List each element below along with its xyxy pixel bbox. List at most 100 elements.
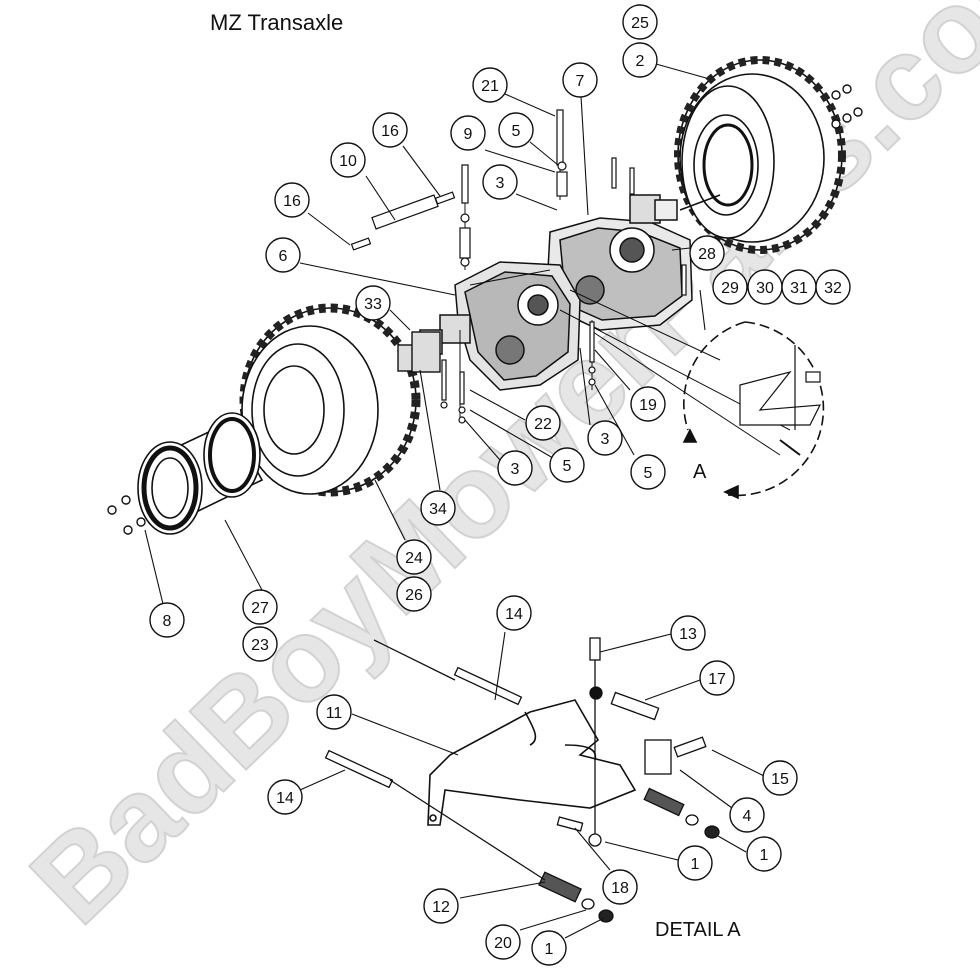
callout-number: 7 — [576, 73, 585, 90]
callout-circle — [316, 694, 352, 730]
callout-number: 13 — [679, 626, 697, 643]
right-lug-nuts — [831, 84, 863, 129]
callout-number: 5 — [512, 123, 521, 140]
callout-18: 18 — [602, 869, 638, 905]
callout-number: 23 — [251, 637, 269, 654]
callout-number: 25 — [631, 15, 649, 32]
callout-number: 5 — [644, 465, 653, 482]
callout-circle — [677, 845, 713, 881]
callout-17: 17 — [699, 660, 735, 696]
callout-number: 3 — [496, 175, 505, 192]
callout-10: 10 — [330, 142, 366, 178]
callout-number: 3 — [601, 431, 610, 448]
callout-number: 11 — [326, 705, 343, 722]
callout-number: 18 — [611, 880, 629, 897]
callout-14: 14 — [496, 595, 532, 631]
callout-3: 3 — [497, 450, 533, 486]
callout-5: 5 — [549, 447, 585, 483]
callout-6: 6 — [265, 237, 301, 273]
callout-1: 1 — [677, 845, 713, 881]
callout-circle — [423, 888, 459, 924]
detail-a-bracket — [427, 699, 637, 826]
callout-number: 31 — [790, 280, 808, 297]
callout-number: 1 — [760, 847, 769, 864]
callout-number: 32 — [824, 280, 842, 297]
right-wheel — [674, 56, 846, 254]
callout-number: 33 — [364, 296, 382, 313]
left-lug-nuts — [107, 495, 146, 535]
callout-25: 25 — [622, 4, 658, 40]
callout-circle — [699, 660, 735, 696]
callout-5: 5 — [630, 454, 666, 490]
callout-number: 8 — [163, 613, 172, 630]
callout-circle — [670, 615, 706, 651]
callout-number: 19 — [639, 397, 657, 414]
callout-circle — [531, 930, 567, 966]
callout-circle — [482, 164, 518, 200]
callout-number: 5 — [563, 458, 572, 475]
callout-number: 26 — [405, 587, 423, 604]
callout-number: 6 — [279, 248, 288, 265]
callout-22: 22 — [525, 405, 561, 441]
callout-13: 13 — [670, 615, 706, 651]
right-transaxle — [547, 194, 721, 331]
callout-circle — [267, 779, 303, 815]
callout-number: 15 — [771, 771, 789, 788]
callout-circle — [149, 602, 185, 638]
callout-number: 1 — [691, 856, 700, 873]
callout-number: 10 — [339, 153, 357, 170]
callout-5: 5 — [498, 112, 534, 148]
callout-number: 2 — [636, 53, 645, 70]
detail-a-parts — [324, 637, 720, 923]
left-transaxle — [419, 261, 581, 391]
callout-number: 29 — [721, 280, 739, 297]
callout-circle — [355, 285, 391, 321]
callout-34: 34 — [420, 490, 456, 526]
detail-inset — [682, 321, 825, 500]
callout-number: 30 — [756, 280, 774, 297]
callout-2: 2 — [622, 42, 658, 78]
callout-number: 14 — [505, 606, 523, 623]
callout-23: 23 — [242, 626, 278, 662]
callout-circle — [729, 797, 765, 833]
callout-number: 22 — [534, 416, 552, 433]
callout-circle — [450, 115, 486, 151]
callout-circle — [242, 589, 278, 625]
callout-8: 8 — [149, 602, 185, 638]
callout-circle — [496, 595, 532, 631]
callout-9: 9 — [450, 115, 486, 151]
callout-circle — [622, 42, 658, 78]
callout-circle — [549, 447, 585, 483]
callout-1: 1 — [746, 836, 782, 872]
callout-26: 26 — [396, 576, 432, 612]
callout-16: 16 — [274, 182, 310, 218]
left-wheel — [239, 303, 421, 497]
callout-number: 20 — [494, 935, 512, 952]
callout-circle — [815, 269, 851, 305]
callout-33: 33 — [355, 285, 391, 321]
callout-27: 27 — [242, 589, 278, 625]
callout-circle — [498, 112, 534, 148]
callout-number: 34 — [429, 501, 447, 518]
callout-19: 19 — [630, 386, 666, 422]
callout-30: 30 — [747, 269, 783, 305]
callout-circle — [746, 836, 782, 872]
callout-number: 17 — [708, 671, 726, 688]
callout-21: 21 — [472, 67, 508, 103]
callout-number: 16 — [381, 123, 399, 140]
callout-circle — [485, 924, 521, 960]
callout-number: 9 — [464, 126, 473, 143]
callout-28: 28 — [689, 235, 725, 271]
left-hub — [397, 331, 441, 373]
callout-circle — [265, 237, 301, 273]
callout-11: 11 — [316, 694, 352, 730]
callout-circle — [689, 235, 725, 271]
diagram-title: MZ Transaxle — [210, 10, 343, 35]
fasteners — [350, 109, 687, 424]
callout-32: 32 — [815, 269, 851, 305]
callout-circle — [420, 490, 456, 526]
callout-24: 24 — [396, 539, 432, 575]
callout-4: 4 — [729, 797, 765, 833]
